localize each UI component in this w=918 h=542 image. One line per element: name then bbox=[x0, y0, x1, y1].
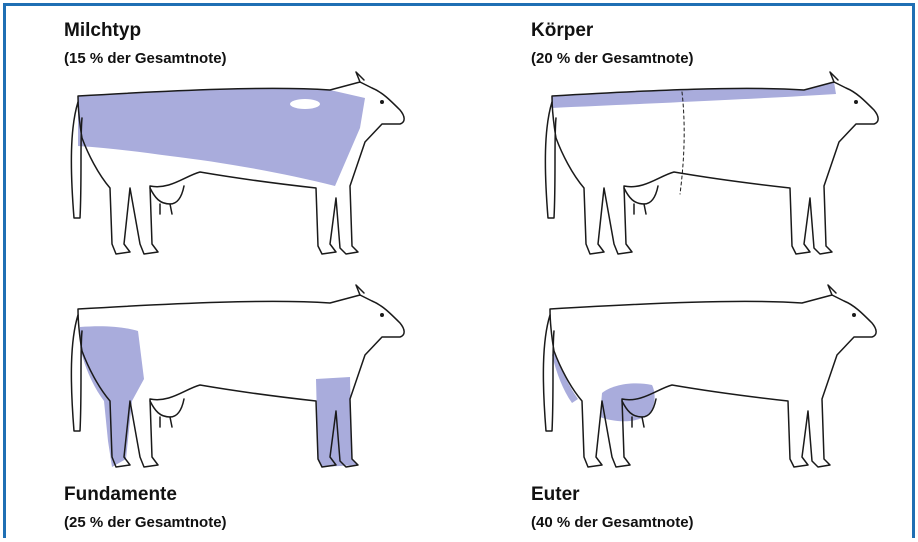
panel-fundamente: Fundamente (25 % der Gesamtnote) bbox=[6, 271, 456, 538]
highlight-dairy-strength bbox=[78, 88, 365, 186]
panel-title: Euter bbox=[531, 484, 580, 506]
diagram-frame: Milchtyp (15 % der Gesamtnote) Körper (2… bbox=[3, 3, 915, 538]
cow-illustration bbox=[60, 281, 420, 481]
panel-title: Körper bbox=[531, 20, 593, 42]
panel-subtitle: (40 % der Gesamtnote) bbox=[531, 514, 694, 531]
panel-milchtyp: Milchtyp (15 % der Gesamtnote) bbox=[6, 6, 456, 271]
measure-line bbox=[680, 92, 684, 194]
panel-title: Milchtyp bbox=[64, 20, 141, 42]
panel-subtitle: (25 % der Gesamtnote) bbox=[64, 514, 227, 531]
highlight-spot bbox=[290, 99, 320, 109]
cow-illustration bbox=[60, 68, 420, 268]
panel-subtitle: (15 % der Gesamtnote) bbox=[64, 50, 227, 67]
cow-illustration bbox=[534, 68, 894, 268]
panel-koerper: Körper (20 % der Gesamtnote) bbox=[466, 6, 912, 271]
panel-title: Fundamente bbox=[64, 484, 177, 506]
panel-euter: Euter (40 % der Gesamtnote) bbox=[466, 271, 912, 538]
panel-subtitle: (20 % der Gesamtnote) bbox=[531, 50, 694, 67]
highlight-frame-body bbox=[552, 82, 836, 108]
cow-illustration bbox=[532, 281, 892, 481]
